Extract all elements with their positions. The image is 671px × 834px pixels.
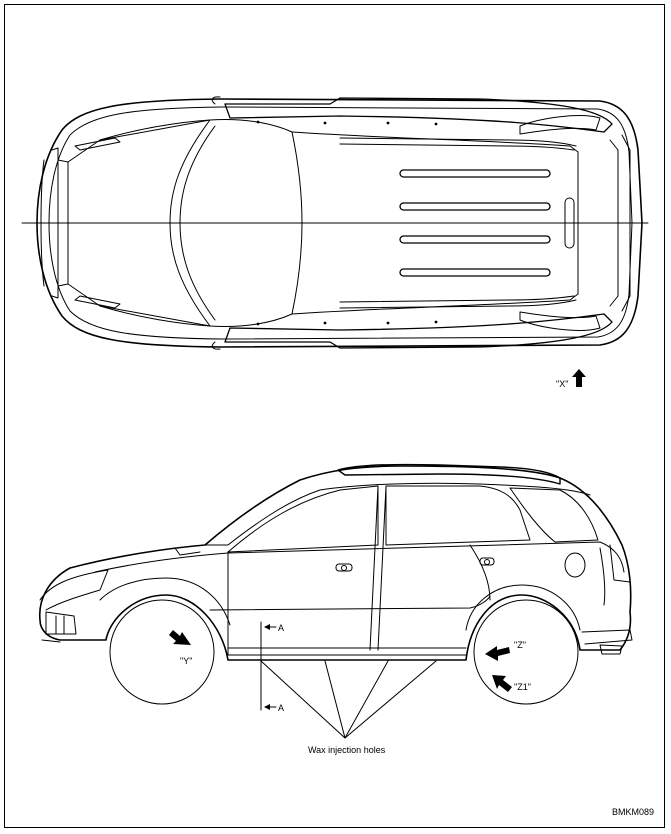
top-body-outline <box>36 98 643 348</box>
side-body-outline <box>38 465 632 661</box>
top-body-inner <box>48 106 633 340</box>
section-label-top: A <box>278 623 284 633</box>
figure-code: BMKM089 <box>612 807 654 817</box>
arrow-up-icon <box>572 369 586 387</box>
arrow-z-icon <box>485 646 510 661</box>
figure-frame <box>4 4 665 828</box>
arrow-y-icon <box>169 630 191 645</box>
view-label-z: "Z" <box>514 640 526 650</box>
top-view-vehicle <box>21 96 649 350</box>
wax-hole-leaders <box>260 660 437 739</box>
rear-wheel <box>473 599 579 705</box>
callout-wax-injection-holes: Wax injection holes <box>308 745 386 755</box>
side-view-vehicle <box>38 463 633 739</box>
section-label-bottom: A <box>278 703 284 713</box>
view-label-z1: "Z1" <box>514 682 531 692</box>
view-label-y: "Y" <box>180 656 192 666</box>
arrow-z1-icon <box>492 675 512 692</box>
view-label-x: "X" <box>556 379 568 389</box>
front-wheel <box>109 599 215 705</box>
